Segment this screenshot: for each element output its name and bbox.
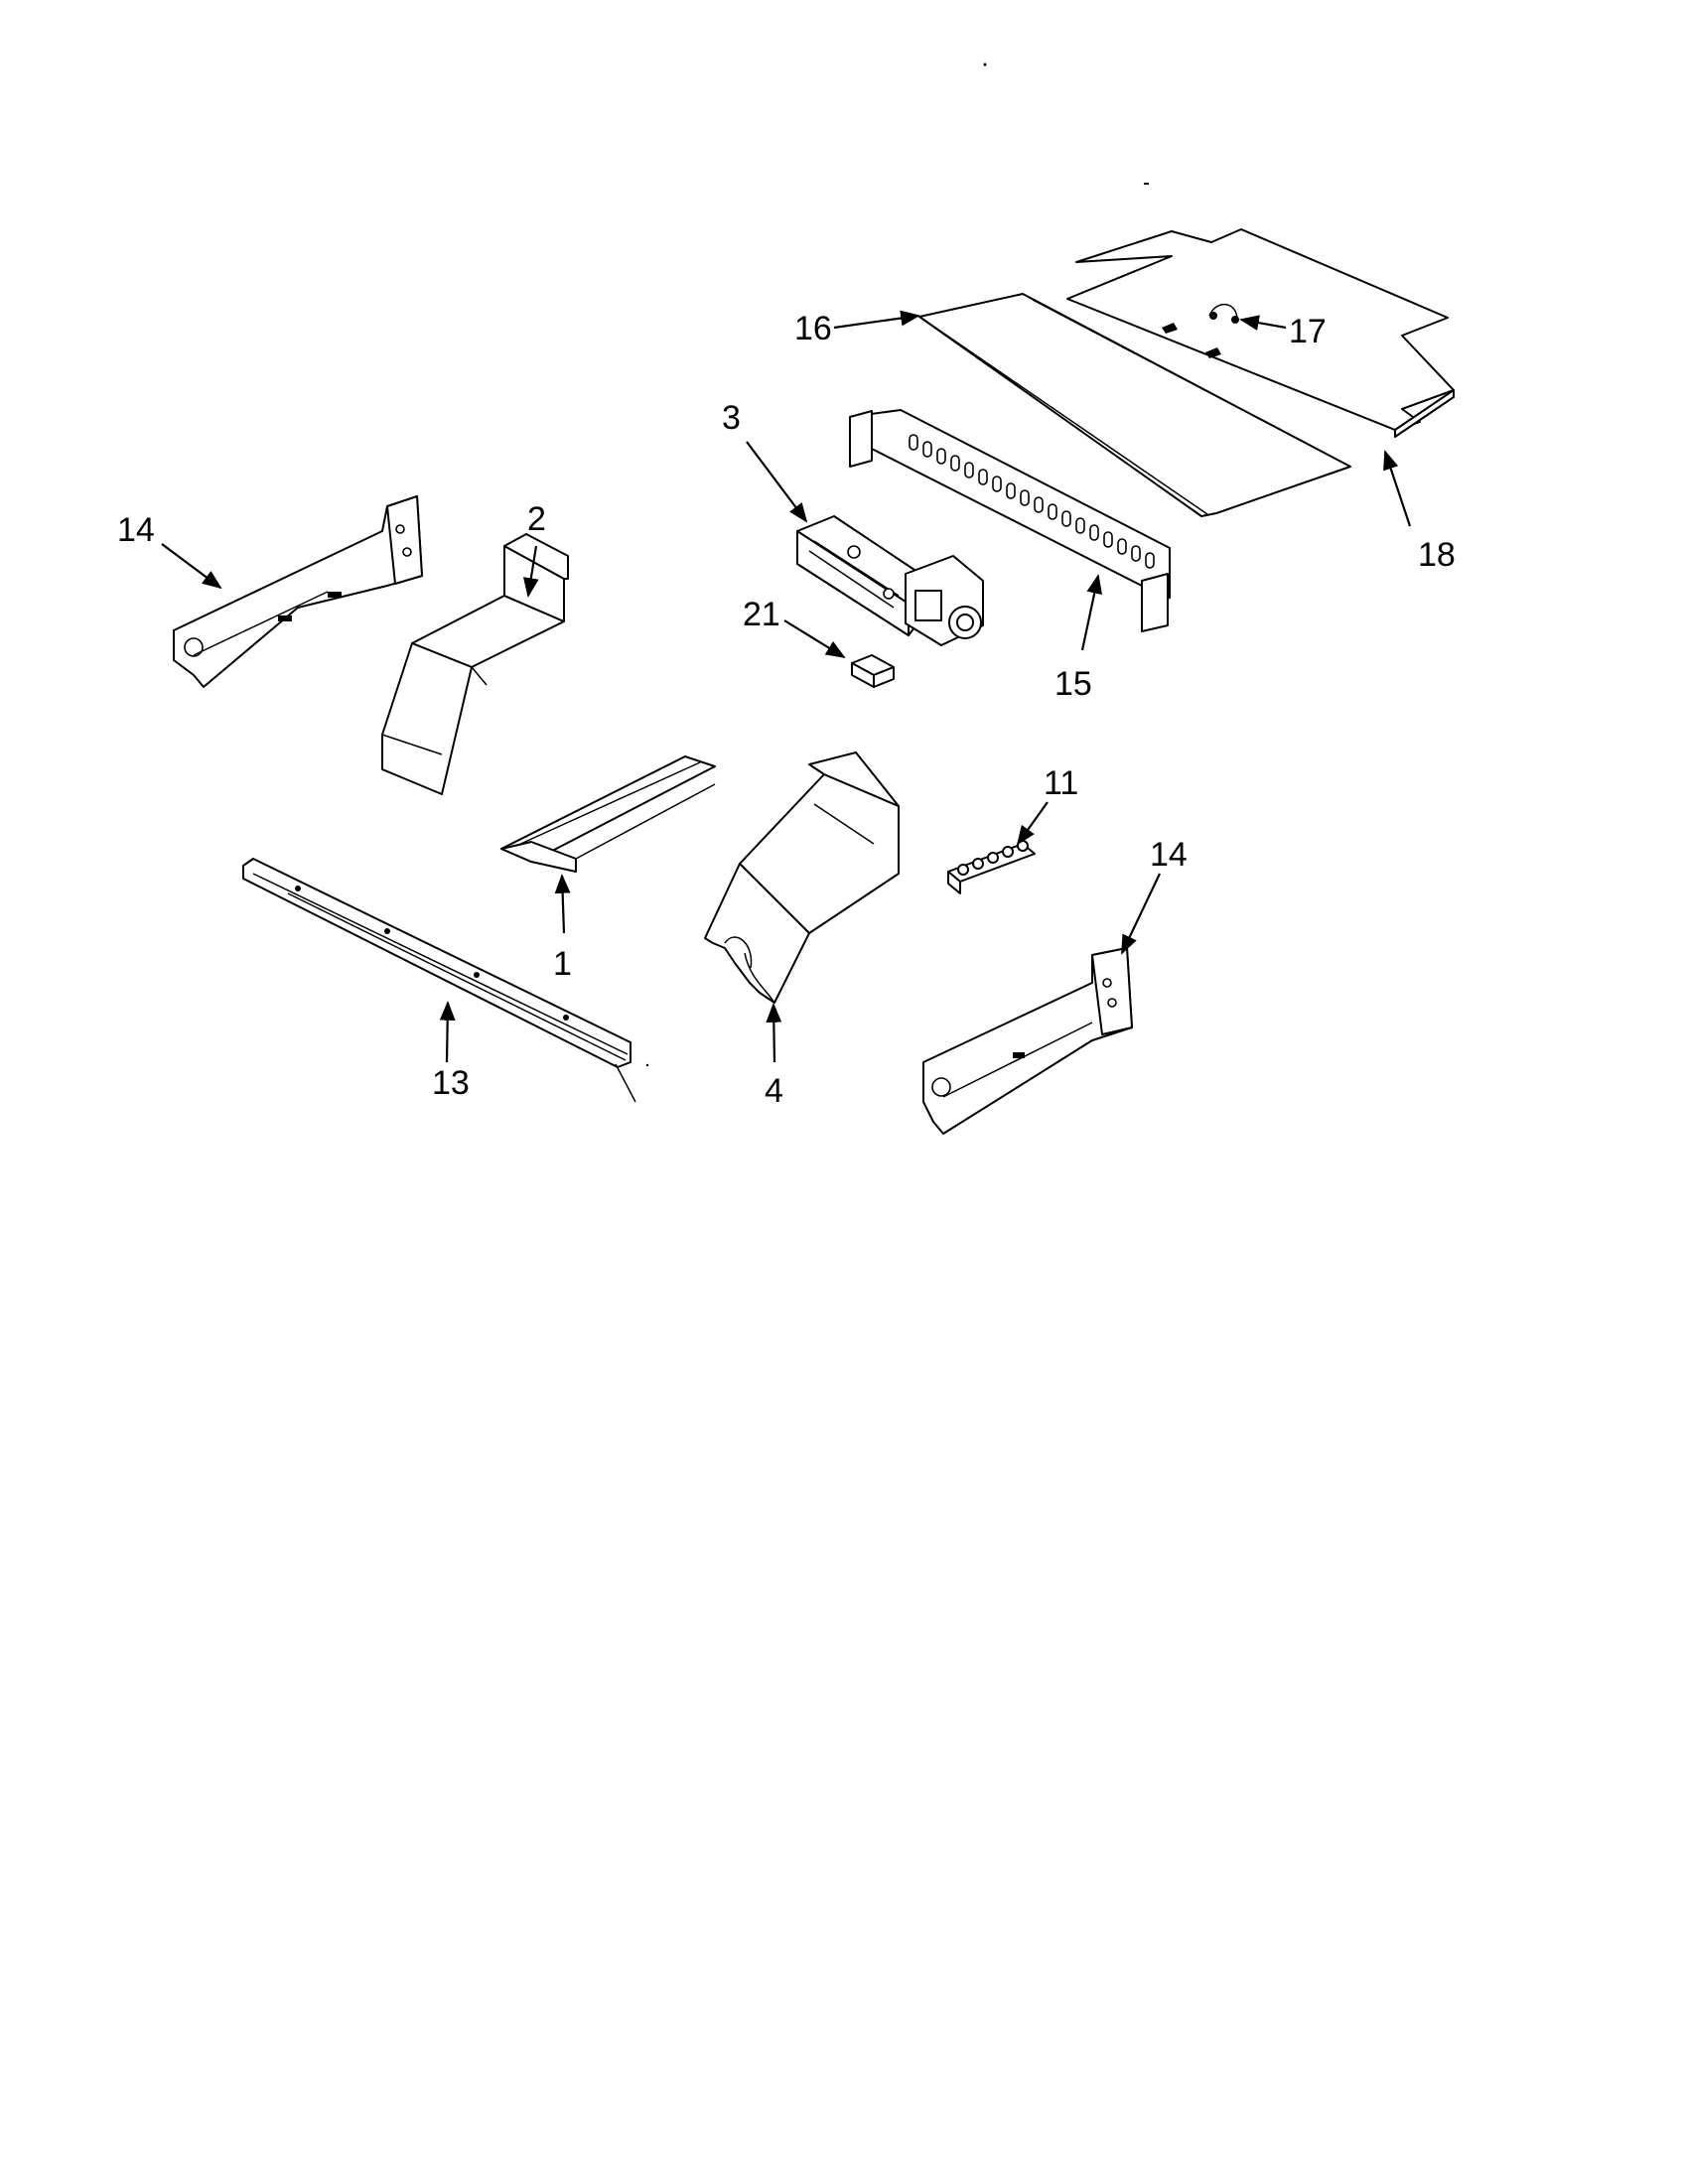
callout-18: 18 <box>1418 536 1456 574</box>
callout-16: 16 <box>794 310 832 347</box>
callout-14-left: 14 <box>117 511 155 549</box>
leader-11 <box>1016 801 1049 846</box>
part-11-terminal <box>947 840 1036 894</box>
part-16-cover <box>918 293 1351 517</box>
leader-17 <box>1239 315 1287 331</box>
leader-21 <box>783 619 846 659</box>
leader-2 <box>522 545 539 598</box>
callout-17: 17 <box>1289 313 1327 350</box>
part-18-panel <box>1066 228 1455 438</box>
part-14-left-bracket <box>173 495 423 688</box>
part-17-clip <box>1162 303 1239 358</box>
part-1-channel <box>500 755 716 873</box>
leader-15 <box>1080 574 1103 651</box>
part-15-bracket <box>849 409 1171 632</box>
leader-lines <box>161 310 1412 1063</box>
part-21-block <box>851 654 895 688</box>
part-13-rail <box>242 858 636 1103</box>
callout-11: 11 <box>1044 764 1078 802</box>
scan-speck <box>645 1063 649 1067</box>
callout-labels: 16 17 18 3 15 21 14 2 11 14 1 13 4 <box>117 310 1456 1110</box>
leader-3 <box>746 441 808 523</box>
leader-1 <box>554 874 571 934</box>
leader-13 <box>439 1001 456 1063</box>
vent-holes <box>909 434 1155 569</box>
leader-14-right <box>1121 873 1161 955</box>
callout-2: 2 <box>527 500 546 538</box>
scan-speck <box>983 63 987 67</box>
callout-3: 3 <box>722 399 741 437</box>
callout-15: 15 <box>1054 665 1092 703</box>
callout-14-right: 14 <box>1150 836 1188 874</box>
part-3-assembly <box>796 515 984 646</box>
callout-21: 21 <box>743 596 780 633</box>
part-4-deflector <box>704 751 900 1004</box>
callout-1: 1 <box>553 945 572 983</box>
leader-14-left <box>161 543 222 590</box>
scan-speck <box>1144 183 1149 185</box>
part-14-right-bracket <box>922 947 1133 1135</box>
leader-4 <box>766 1003 782 1063</box>
leader-18 <box>1383 450 1412 527</box>
callout-4: 4 <box>765 1072 783 1110</box>
leader-16 <box>833 310 920 330</box>
callout-13: 13 <box>432 1064 470 1102</box>
